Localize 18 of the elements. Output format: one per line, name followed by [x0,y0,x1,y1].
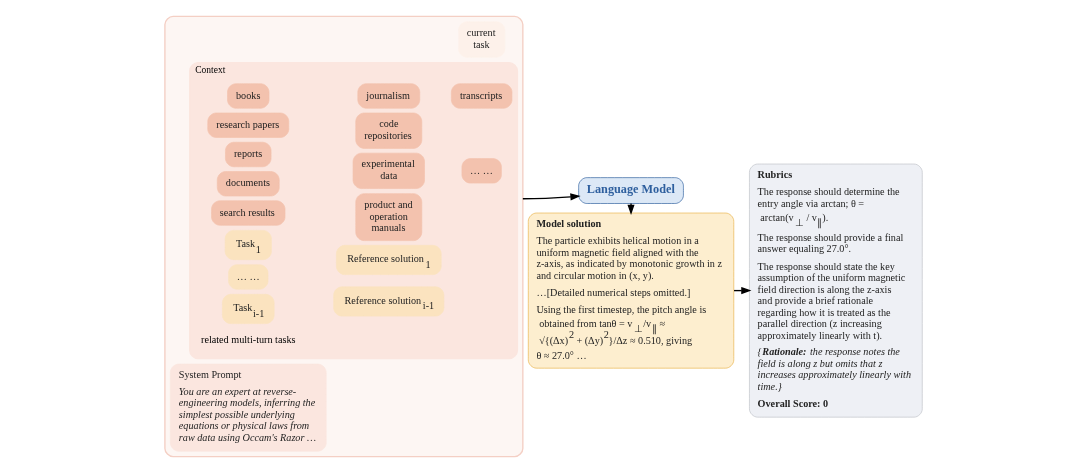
node-box: experimental data [352,152,425,189]
node-box: reports [224,141,271,168]
node-box: transcripts [450,83,512,109]
arrow [626,202,635,215]
node-box: … … [461,158,502,184]
node-box: … … [227,264,268,290]
node-box: search results [210,200,285,226]
node-box: journalism [357,83,420,109]
node-box: books [226,83,269,109]
label: related multi-turn tasks [200,334,296,346]
cluster [163,15,523,458]
node-box: research papers [206,112,289,138]
node-box: documents [216,171,280,197]
node-box: System Prompt You are an expert at reverse-engineering models, inferring the simplest possible underlying equations or physical laws from raw data using Occam's Razor … [169,363,326,452]
node-box: Language Model [577,177,684,204]
node-box: code repositories [354,112,422,149]
node-box: product and operation manuals [354,193,422,241]
arrow [521,193,581,201]
